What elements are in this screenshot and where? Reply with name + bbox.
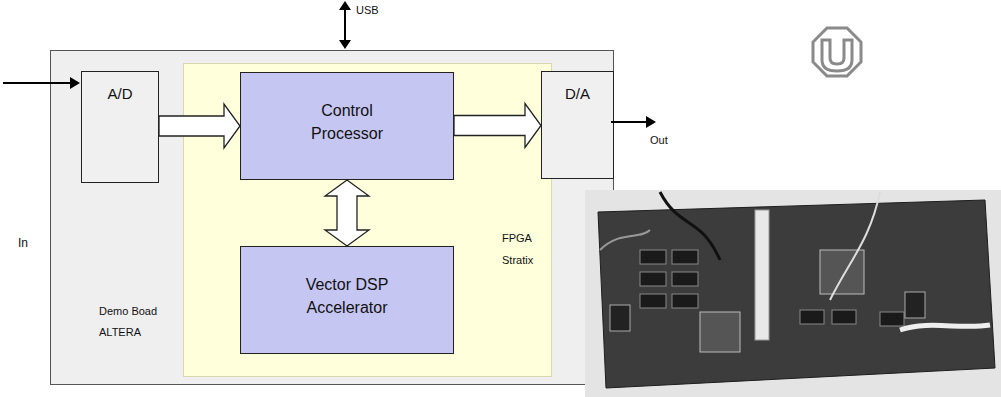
- photo-background: [585, 190, 1001, 397]
- converter-box: A/D: [81, 71, 159, 183]
- display: [905, 292, 925, 318]
- processor-box: Control Processor: [240, 72, 454, 180]
- accelerator-box: Vector DSP Accelerator: [240, 246, 454, 354]
- cable: [900, 325, 990, 330]
- fpga-region: Control ProcessorVector DSP Accelerator F…: [183, 63, 552, 377]
- ribbon-cable: [755, 210, 769, 340]
- box-label: A/D: [82, 84, 158, 104]
- chip: [640, 272, 666, 286]
- cable: [830, 192, 880, 300]
- board-housing: A/D Control ProcessorVector DSP Accelerat…: [50, 50, 614, 385]
- signal-label: In: [18, 236, 28, 250]
- box-label: Vector DSP Accelerator: [292, 273, 402, 319]
- output-arrow: [611, 121, 646, 123]
- pcb: [598, 200, 995, 388]
- output-arrowhead: [646, 116, 656, 128]
- box-label: Demo Boad ALTERA: [99, 301, 165, 343]
- chip: [880, 312, 904, 326]
- signal-label: Out: [650, 134, 668, 146]
- board-photo: [585, 190, 1001, 397]
- converter-box: D/A: [541, 71, 614, 179]
- bus-arrow: [325, 180, 369, 246]
- box-label: Control Processor: [292, 99, 402, 145]
- chip: [832, 310, 856, 324]
- box-label: FPGA Stratix: [502, 227, 548, 271]
- chip: [672, 272, 698, 286]
- chip: [640, 250, 666, 264]
- usb-arrowhead: [339, 1, 351, 10]
- logo-letter: [822, 40, 852, 71]
- chip: [640, 294, 666, 308]
- bus-arrow: [159, 104, 240, 148]
- box-label: D/A: [542, 84, 613, 104]
- fpga-chip: [820, 250, 864, 294]
- chip: [800, 310, 824, 324]
- chip: [672, 250, 698, 264]
- usb-arrowhead: [339, 40, 351, 49]
- logo-outline: [813, 28, 861, 76]
- university-logo: [813, 28, 861, 76]
- signal-label: USB: [356, 4, 379, 16]
- cable: [660, 192, 720, 260]
- usb-arrow: [344, 9, 346, 41]
- chip: [672, 294, 698, 308]
- fpga-chip: [700, 312, 740, 352]
- bus-arrow: [454, 104, 541, 148]
